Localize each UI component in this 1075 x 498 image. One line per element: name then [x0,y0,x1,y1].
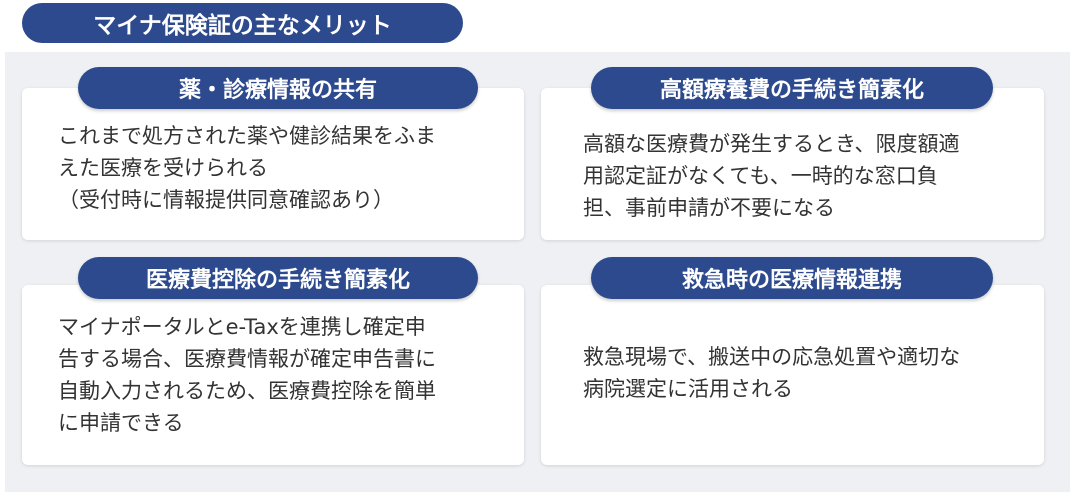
card-body: 高額な医療費が発生するとき、限度額適 用認定証がなくても、一時的な窓口負 担、事… [583,132,960,220]
card-body: マイナポータルとe-Taxを連携し確定申 告する場合、医療費情報が確定申告書に … [58,315,436,435]
card-heading: 救急時の医療情報連携 [591,257,993,299]
card-high-cost: 高額な医療費が発生するとき、限度額適 用認定証がなくても、一時的な窓口負 担、事… [541,88,1044,240]
page-title: マイナ保険証の主なメリット [22,3,463,43]
card-body: これまで処方された薬や健診結果をふま えた医療を受けられる （受付時に情報提供同… [58,124,436,212]
card-body: 救急現場で、搬送中の応急処置や適切な 病院選定に活用される [583,345,961,401]
card-medication-info: これまで処方された薬や健診結果をふま えた医療を受けられる （受付時に情報提供同… [22,88,524,240]
card-heading: 薬・診療情報の共有 [78,67,478,109]
card-heading: 高額療養費の手続き簡素化 [591,67,993,109]
card-heading: 医療費控除の手続き簡素化 [78,257,478,299]
card-emergency: 救急現場で、搬送中の応急処置や適切な 病院選定に活用される [541,285,1044,465]
card-tax-deduction: マイナポータルとe-Taxを連携し確定申 告する場合、医療費情報が確定申告書に … [22,285,524,465]
